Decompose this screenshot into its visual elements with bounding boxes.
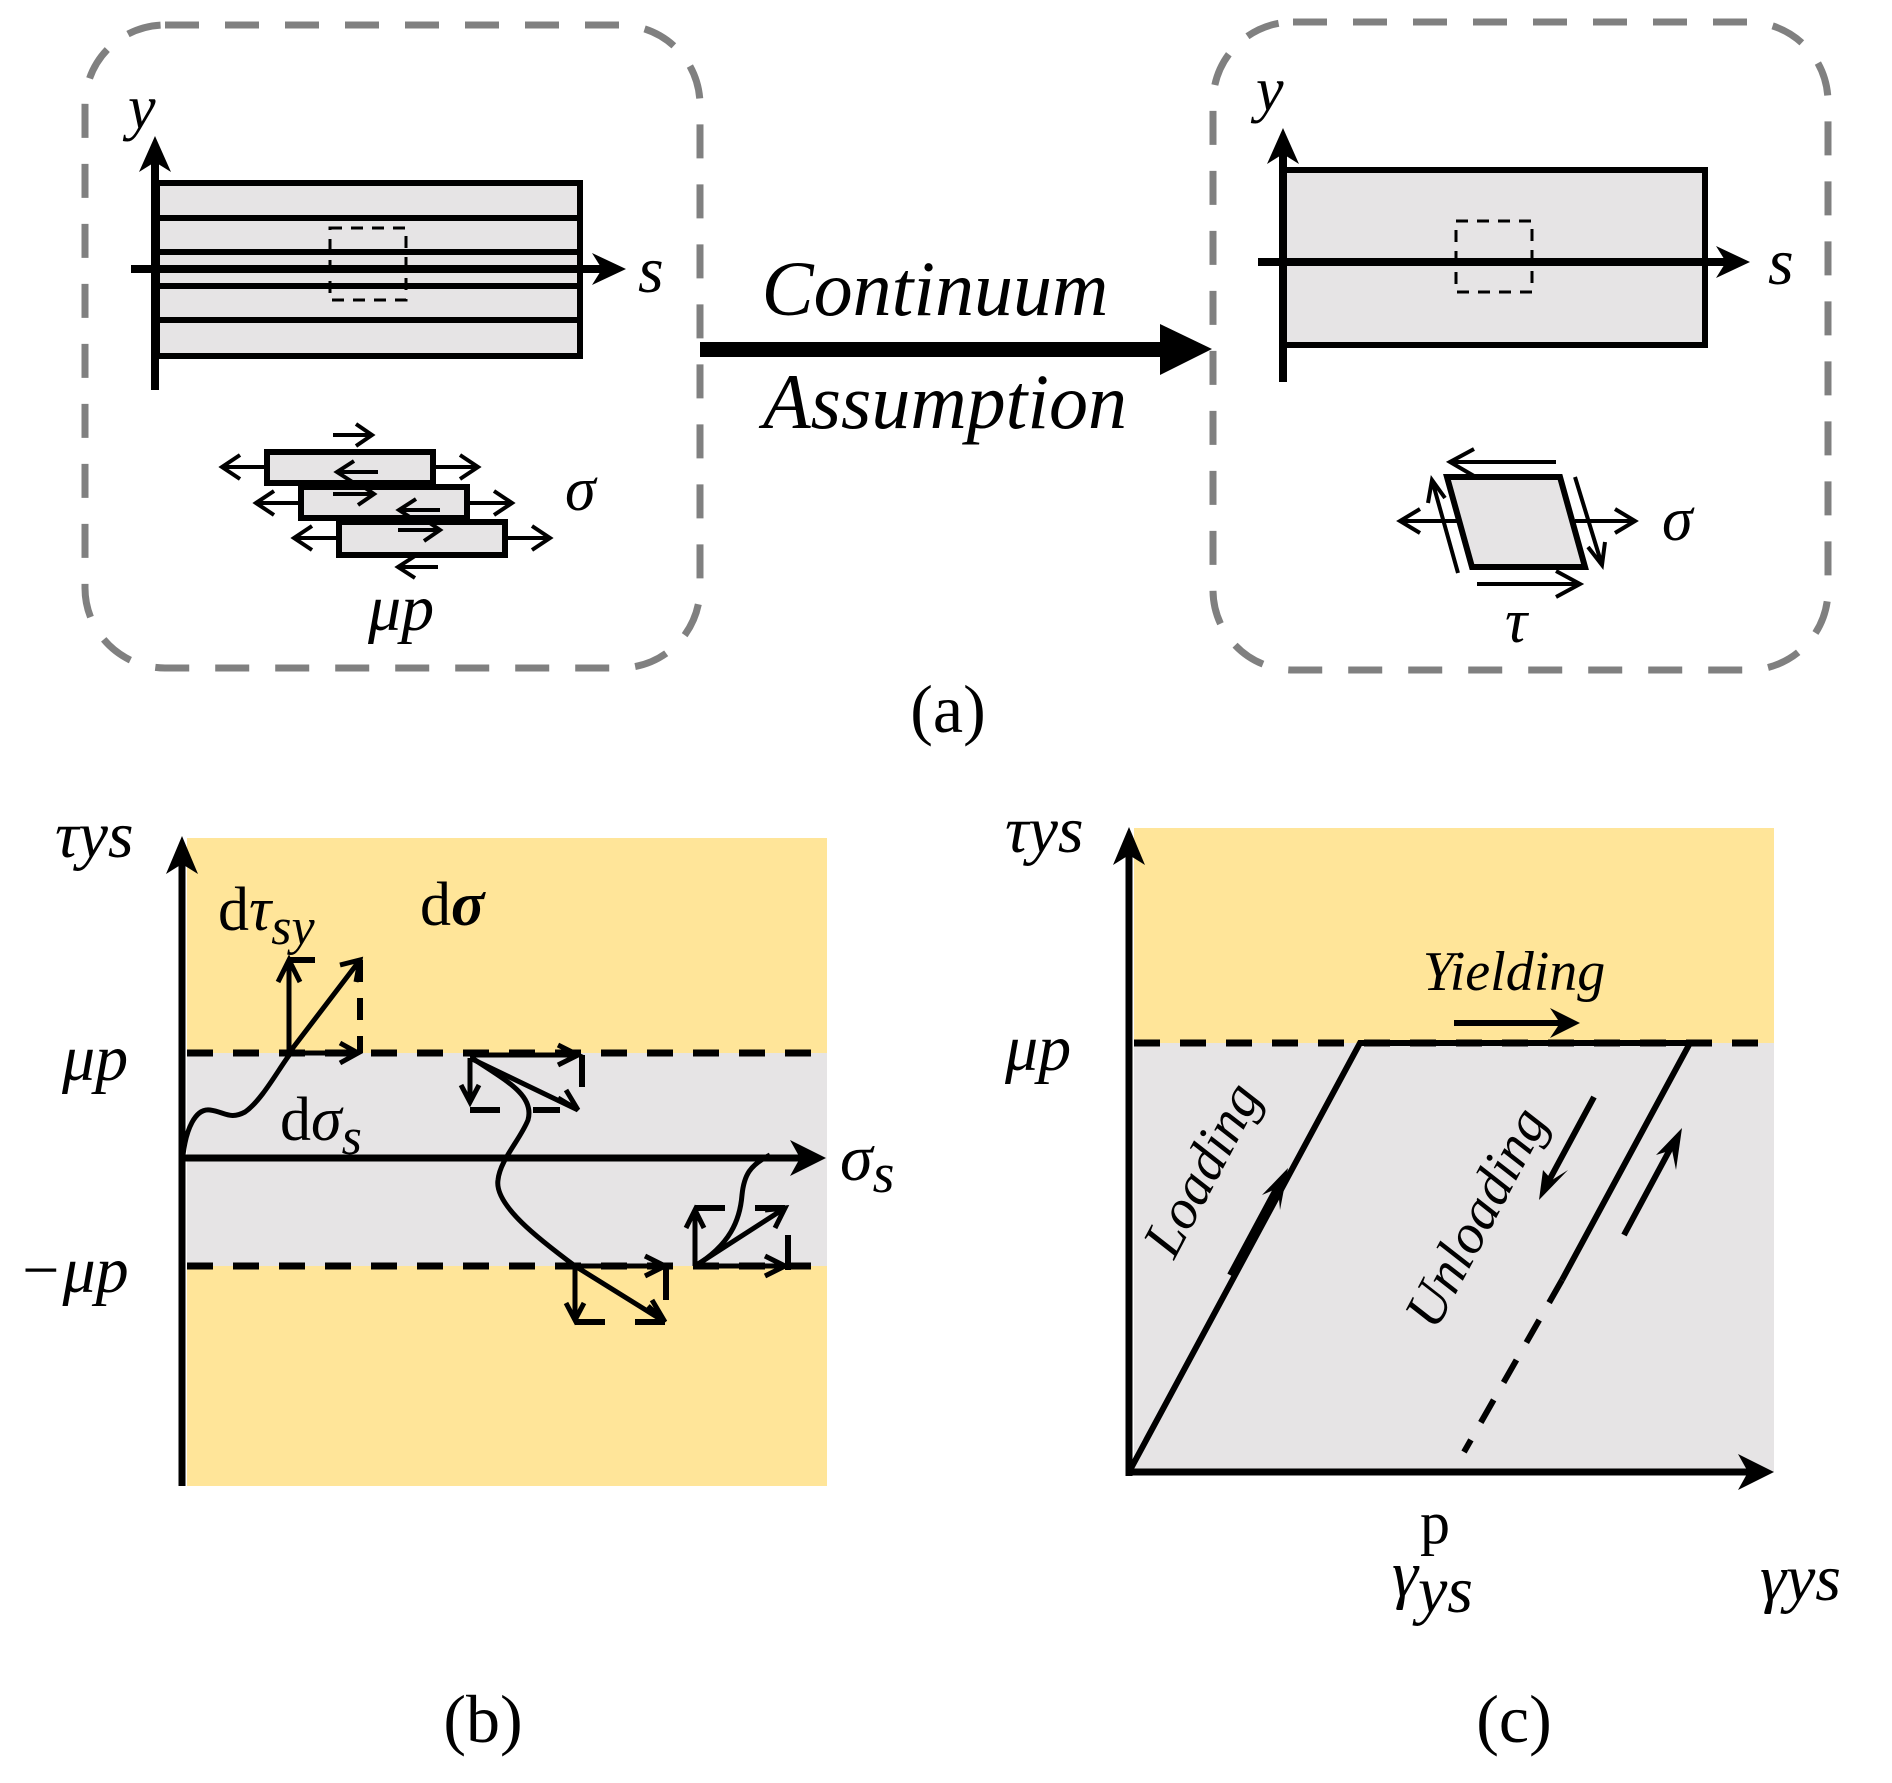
stress-strain-path: [1126, 1040, 1696, 1474]
friction-label: μp: [367, 572, 434, 645]
lower-bound-label: −μp: [18, 1234, 129, 1307]
rve-box: [328, 226, 408, 302]
arrow-shaft: [700, 342, 1165, 357]
plastic-strain-label: γ p ys: [1392, 1490, 1473, 1627]
yield-region: [1134, 828, 1774, 1043]
panel-a-right: y s σ τ: [1209, 18, 1832, 674]
arrow-head: [1160, 324, 1212, 375]
rve-box: [1454, 219, 1534, 294]
yielding-text: Yielding: [1423, 941, 1606, 1003]
tau-axis-arrowhead: [1113, 827, 1145, 865]
increment-vectors-upper: [275, 954, 585, 1113]
upper-bound-label: μp: [61, 1022, 128, 1095]
reloading-arrowhead: [1656, 1128, 1682, 1170]
svg-text:γ: γ: [1392, 1538, 1420, 1611]
panel-c: Yielding Loading Unloading τys μp γ p ys…: [1004, 794, 1841, 1627]
normal-stress-label: σ: [1662, 486, 1695, 554]
caption-c: (c): [1476, 1681, 1551, 1757]
block-force-arrows: [218, 422, 554, 580]
transition-label-line1: Continuum: [762, 245, 1109, 332]
increment-vectors-lower: [563, 1204, 791, 1326]
gamma-axis-arrowhead: [1738, 1454, 1774, 1490]
y-axis-arrowhead: [139, 136, 171, 172]
continuum-body: [1280, 167, 1708, 348]
sliding-blocks: [218, 422, 554, 580]
gamma-axis-label: γys: [1760, 1542, 1841, 1615]
sigma-axis-label: σs: [840, 1122, 894, 1205]
s-axis-label: s: [1768, 226, 1794, 299]
y-axis-label: y: [122, 74, 156, 142]
y-axis-label: y: [1250, 56, 1284, 124]
tau-axis-arrowhead: [166, 836, 198, 874]
s-axis-arrowhead: [1716, 246, 1750, 278]
y-axis-arrowhead: [1267, 128, 1299, 164]
direction-arrows: [1227, 1020, 1678, 1277]
transition-label-line2: Assumption: [758, 358, 1127, 445]
elastic-unloading-extension: [1461, 1278, 1565, 1454]
stress-label: σ: [565, 456, 598, 524]
increment-normal-label: dσs: [280, 1086, 362, 1166]
unloading-arrowhead: [1539, 1170, 1568, 1200]
tau-axis-label: τys: [55, 799, 134, 872]
shear-stress-label: τ: [1505, 588, 1530, 656]
discrete-frame: [81, 21, 704, 672]
s-axis-label: s: [638, 234, 664, 307]
panel-a-left: y s σ μp: [81, 21, 704, 672]
svg-text:ys: ys: [1412, 1554, 1473, 1627]
tau-axis-label: τys: [1005, 794, 1084, 867]
sheared-element: [1443, 474, 1589, 570]
loading-arrowhead: [1262, 1168, 1288, 1210]
increment-total-label: dσ: [420, 871, 486, 939]
caption-b: (b): [443, 1681, 522, 1757]
caption-a: (a): [910, 671, 985, 747]
element-stress-arrows: [1396, 447, 1639, 599]
s-axis-arrowhead: [592, 253, 626, 285]
continuum-assumption-arrow: Continuum Assumption: [700, 245, 1212, 445]
panel-b: τys μp −μp dτsy dσ dσs σs: [18, 799, 894, 1486]
increment-shear-label: dτsy: [218, 876, 315, 956]
sigma-axis-arrowhead: [790, 1140, 826, 1176]
yield-label: μp: [1004, 1012, 1071, 1085]
yielding-arrowhead: [1550, 1008, 1580, 1038]
svg-text:p: p: [1420, 1490, 1450, 1556]
